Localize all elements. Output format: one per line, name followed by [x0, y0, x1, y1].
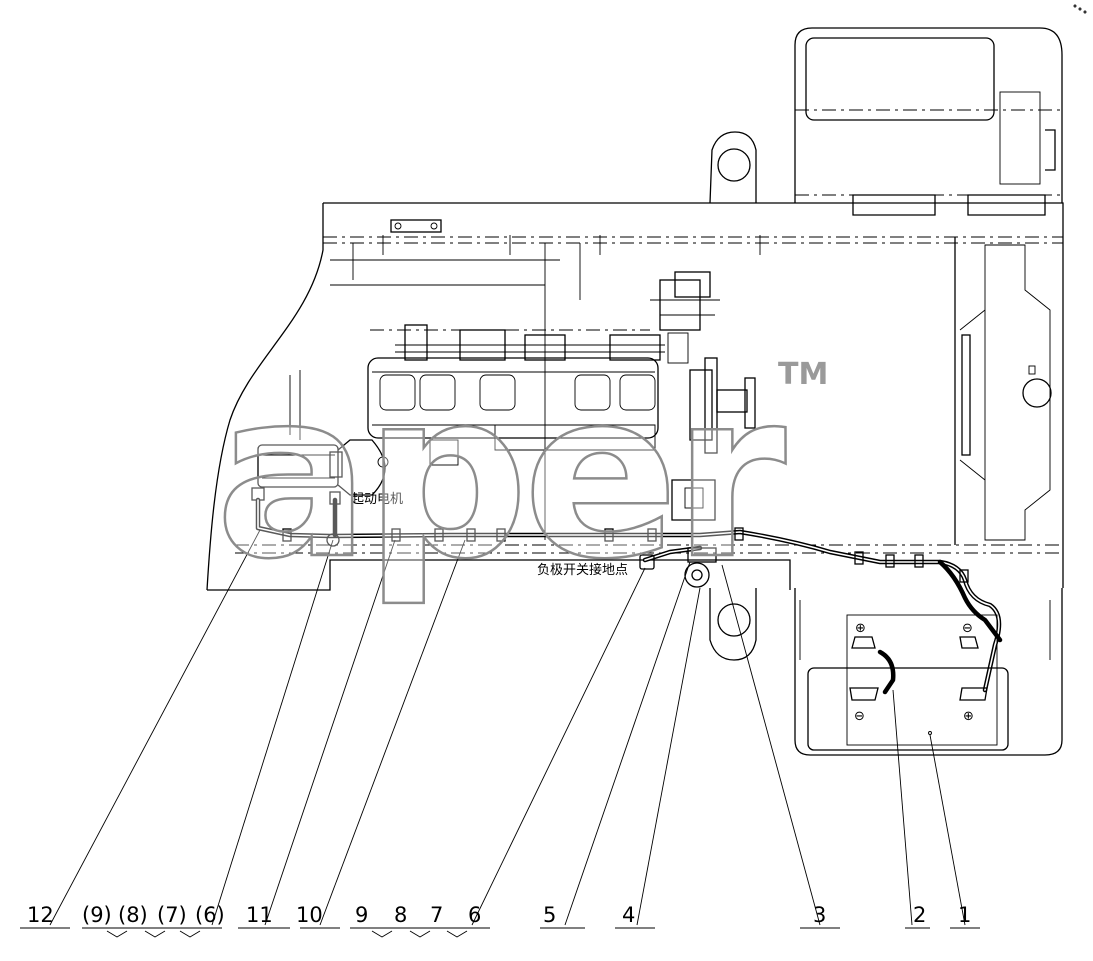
starter-motor: 起动电机 — [251, 439, 403, 507]
callout-10: 10 — [296, 903, 323, 927]
callout-labels: 12 (9) (8) (7) (6) 11 10 9 8 7 6 5 4 3 2… — [27, 903, 971, 927]
watermark-trademark: TM — [778, 357, 828, 392]
lifting-lug-bottom — [709, 588, 757, 661]
battery-positive-terminal-top: ⊕ — [855, 621, 866, 636]
engine — [289, 271, 756, 521]
battery-positive-terminal-bottom: ⊕ — [963, 709, 974, 724]
callout-4: 4 — [622, 903, 635, 927]
callout-3: 3 — [813, 903, 826, 927]
callout-6: 6 — [468, 903, 481, 927]
corner-mark — [1073, 4, 1087, 14]
watermark-logo: aper TM — [214, 342, 829, 612]
callout-12: 12 — [27, 903, 54, 927]
battery-negative-terminal-top: ⊖ — [962, 621, 973, 636]
chassis-frame — [206, 202, 1064, 591]
battery-negative-terminal-bottom: ⊖ — [854, 709, 865, 724]
callout-1: 1 — [958, 903, 971, 927]
battery-box: ⊕ ⊖ ⊖ ⊕ — [794, 588, 1063, 756]
cable-harness: 负极开关接地点 — [255, 497, 1003, 695]
leader-lines — [20, 529, 980, 938]
lifting-lug-top — [709, 131, 757, 204]
callout-9-paren: (9) — [82, 903, 112, 927]
cab-outline — [794, 27, 1063, 216]
callout-7-paren: (7) — [157, 903, 187, 927]
starter-motor-label: 起动电机 — [351, 492, 403, 507]
callout-8: 8 — [394, 903, 407, 927]
negative-switch-ground-label: 负极开关接地点 — [537, 562, 628, 578]
watermark-text: aper — [215, 343, 786, 610]
callout-9: 9 — [355, 903, 368, 927]
callout-5: 5 — [543, 903, 556, 927]
callout-11: 11 — [246, 903, 273, 927]
callout-8-paren: (8) — [118, 903, 148, 927]
callout-6-paren: (6) — [195, 903, 225, 927]
callout-7: 7 — [430, 903, 443, 927]
callout-2: 2 — [913, 903, 926, 927]
